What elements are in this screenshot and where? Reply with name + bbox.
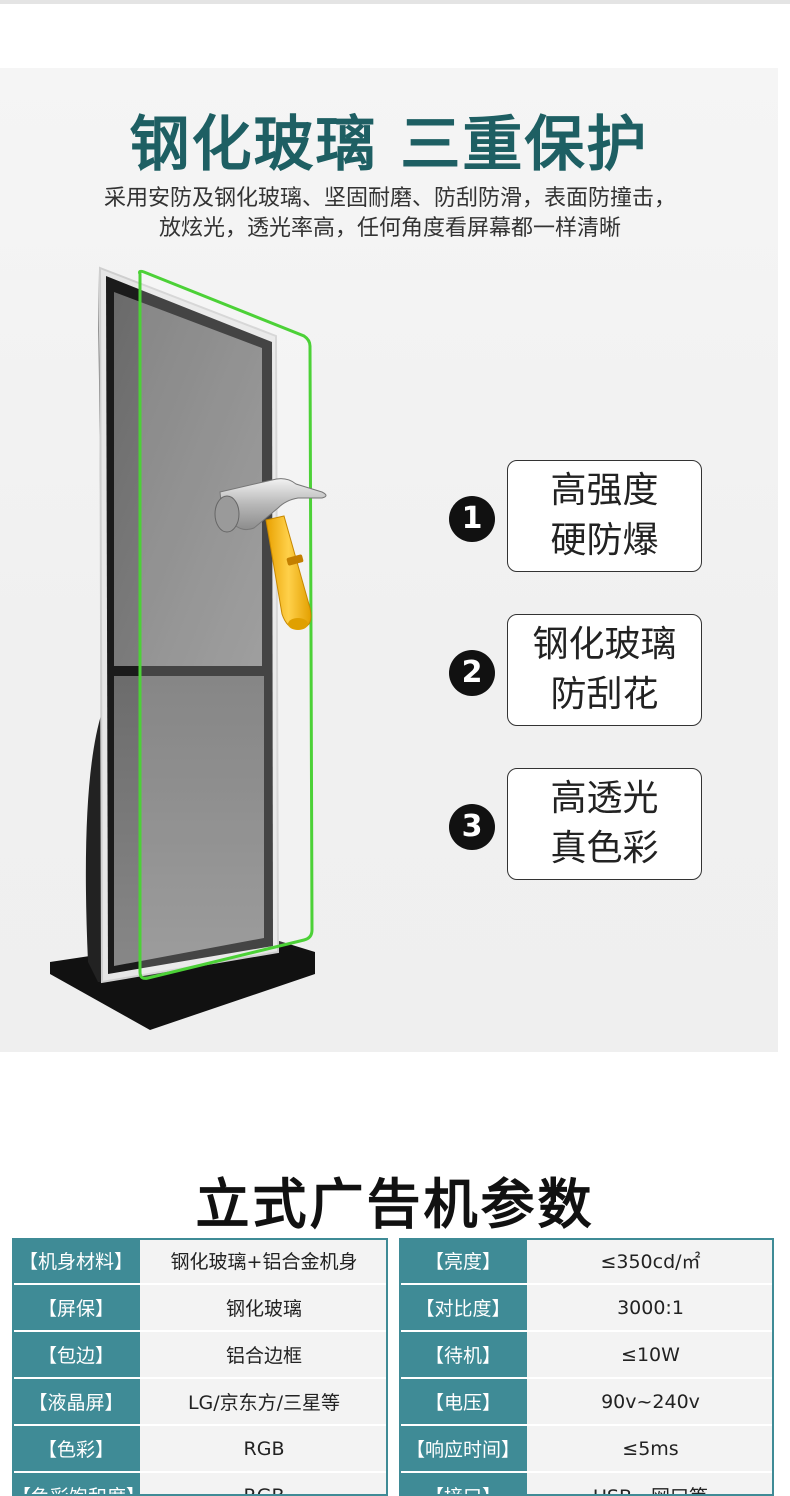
spec-value: 钢化玻璃+铝合金机身 <box>140 1238 388 1285</box>
kiosk-illustration <box>50 266 327 1030</box>
hero-description: 采用安防及钢化玻璃、坚固耐磨、防刮防滑，表面防撞击， 放炫光，透光率高，任何角度… <box>40 184 740 244</box>
table-row: 【待机】≤10W <box>399 1332 774 1379</box>
spec-value: 钢化玻璃 <box>140 1285 388 1332</box>
feature-item-3: 3 高透光 真色彩 <box>449 768 705 880</box>
spec-key: 【亮度】 <box>399 1238 527 1285</box>
table-row: 【色彩饱和度】RGB <box>12 1473 388 1496</box>
spec-key: 【机身材料】 <box>12 1238 140 1285</box>
table-row: 【亮度】≤350cd/㎡ <box>399 1238 774 1285</box>
table-row: 【接口】USB、网口等 <box>399 1473 774 1496</box>
hero-description-line-1: 采用安防及钢化玻璃、坚固耐磨、防刮防滑，表面防撞击， <box>103 186 676 211</box>
spec-table-left: 【机身材料】钢化玻璃+铝合金机身 【屏保】钢化玻璃 【包边】铝合边框 【液晶屏】… <box>12 1238 388 1496</box>
spec-value: USB、网口等 <box>527 1473 774 1496</box>
spec-key: 【接口】 <box>399 1473 527 1496</box>
table-row: 【响应时间】≤5ms <box>399 1426 774 1473</box>
spec-key: 【包边】 <box>12 1332 140 1379</box>
feature-label-line-2: 真色彩 <box>550 828 659 869</box>
feature-item-1: 1 高强度 硬防爆 <box>449 460 705 572</box>
kiosk-screen-lower <box>114 676 264 966</box>
feature-label-box: 钢化玻璃 防刮花 <box>507 614 702 726</box>
spec-key: 【待机】 <box>399 1332 527 1379</box>
feature-number-badge: 2 <box>449 650 495 696</box>
spec-key: 【屏保】 <box>12 1285 140 1332</box>
spec-value: ≤5ms <box>527 1426 774 1473</box>
table-row: 【机身材料】钢化玻璃+铝合金机身 <box>12 1238 388 1285</box>
table-row: 【包边】铝合边框 <box>12 1332 388 1379</box>
spec-key: 【对比度】 <box>399 1285 527 1332</box>
spec-value: 铝合边框 <box>140 1332 388 1379</box>
spec-key: 【响应时间】 <box>399 1426 527 1473</box>
feature-label-box: 高透光 真色彩 <box>507 768 702 880</box>
feature-number-badge: 1 <box>449 496 495 542</box>
spec-key: 【液晶屏】 <box>12 1379 140 1426</box>
spec-value: 3000:1 <box>527 1285 774 1332</box>
feature-label-line-1: 钢化玻璃 <box>532 624 677 665</box>
spec-value: 90v~240v <box>527 1379 774 1426</box>
spec-value: LG/京东方/三星等 <box>140 1379 388 1426</box>
spec-value: RGB <box>140 1473 388 1496</box>
spec-value: ≤10W <box>527 1332 774 1379</box>
spec-key: 【色彩饱和度】 <box>12 1473 145 1496</box>
table-row: 【液晶屏】LG/京东方/三星等 <box>12 1379 388 1426</box>
hero-title: 钢化玻璃 三重保护 <box>129 110 649 180</box>
table-row: 【电压】90v~240v <box>399 1379 774 1426</box>
spec-key: 【色彩】 <box>12 1426 140 1473</box>
feature-label-line-2: 硬防爆 <box>550 520 659 561</box>
feature-label-line-2: 防刮花 <box>550 674 659 715</box>
table-row: 【屏保】钢化玻璃 <box>12 1285 388 1332</box>
feature-label-line-1: 高透光 <box>550 778 659 819</box>
spec-value: ≤350cd/㎡ <box>527 1238 774 1285</box>
feature-number-badge: 3 <box>449 804 495 850</box>
top-divider <box>0 0 790 4</box>
feature-label-box: 高强度 硬防爆 <box>507 460 702 572</box>
feature-item-2: 2 钢化玻璃 防刮花 <box>449 614 705 726</box>
kiosk-screen-upper <box>114 292 262 666</box>
spec-table-right: 【亮度】≤350cd/㎡ 【对比度】3000:1 【待机】≤10W 【电压】90… <box>399 1238 774 1496</box>
hero-description-line-2: 放炫光，透光率高，任何角度看屏幕都一样清晰 <box>158 216 621 241</box>
hammer-icon <box>214 478 327 630</box>
glass-panel <box>138 269 314 980</box>
table-row: 【对比度】3000:1 <box>399 1285 774 1332</box>
feature-label-line-1: 高强度 <box>550 470 659 511</box>
spec-key: 【电压】 <box>399 1379 527 1426</box>
spec-value: RGB <box>140 1426 388 1473</box>
spec-section-title: 立式广告机参数 <box>195 1173 595 1236</box>
table-row: 【色彩】RGB <box>12 1426 388 1473</box>
